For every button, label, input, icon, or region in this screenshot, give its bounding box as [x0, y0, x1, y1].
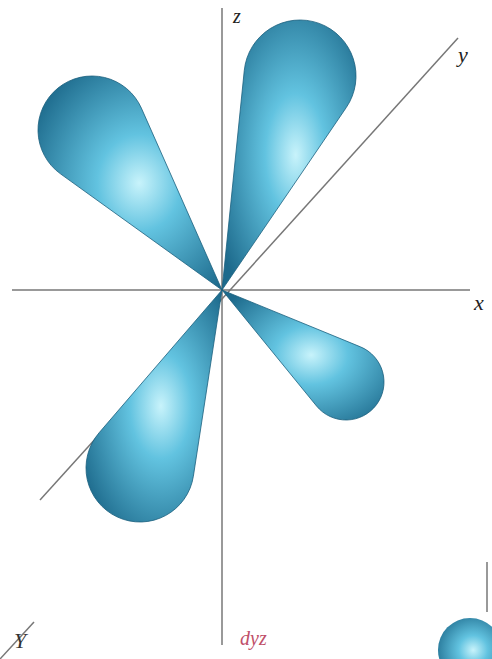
partial-axis	[0, 622, 34, 659]
orbital-lobe	[38, 76, 222, 290]
orbital-lobe	[86, 290, 222, 522]
partial-lobe	[438, 618, 492, 659]
axis-label: y	[458, 44, 468, 66]
axis-label: z	[233, 6, 241, 26]
orbital-lobe	[222, 290, 384, 420]
axis-label: Y	[14, 630, 26, 652]
x-axis	[12, 289, 470, 291]
orbital-lobe	[222, 20, 356, 290]
orbital-name: dyz	[240, 628, 267, 648]
axes	[0, 8, 487, 659]
orbital-lobes	[38, 20, 384, 522]
partial-axis	[486, 562, 488, 612]
z-axis	[221, 8, 223, 645]
axis-label: x	[474, 292, 484, 314]
